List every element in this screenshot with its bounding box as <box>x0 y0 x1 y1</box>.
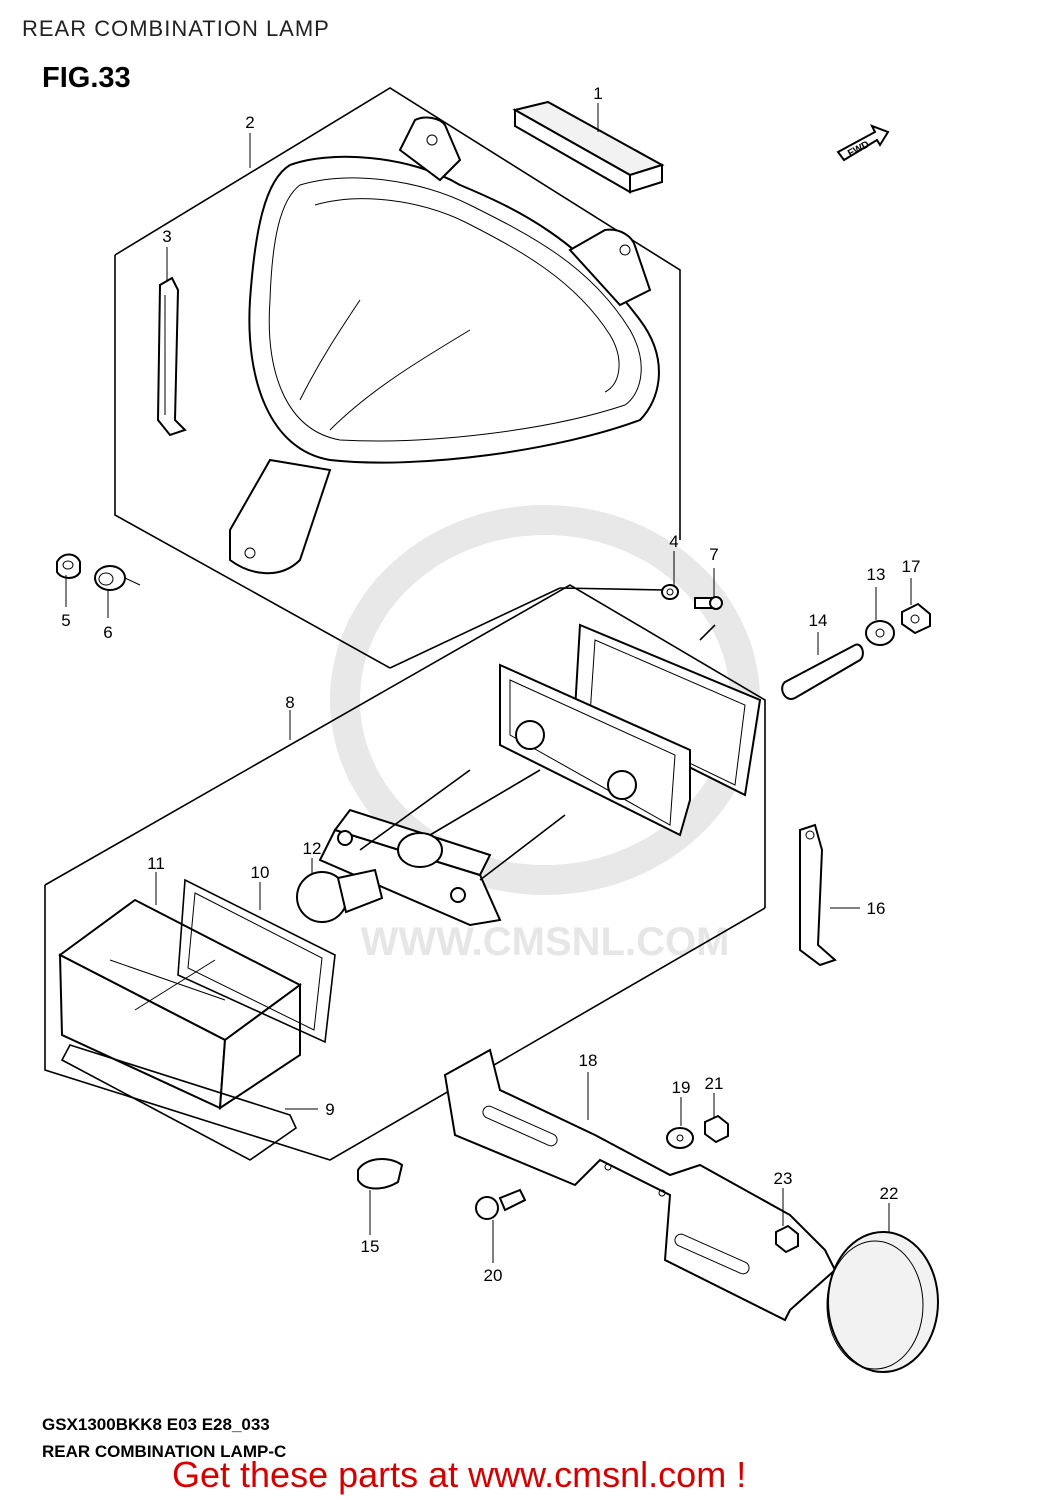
callout-2: 2 <box>245 113 254 132</box>
callout-10: 10 <box>251 863 270 882</box>
part-9-gasket <box>60 1044 298 1161</box>
callout-6: 6 <box>103 623 112 642</box>
figure-label: FIG.33 <box>42 62 131 94</box>
part-5-grommet <box>56 553 81 579</box>
assembly-outline-upper <box>114 87 681 669</box>
page-title: REAR COMBINATION LAMP <box>22 16 330 41</box>
callout-15: 15 <box>361 1237 380 1256</box>
callout-9: 9 <box>325 1100 334 1119</box>
callout-20: 20 <box>484 1266 503 1285</box>
part-17-nut <box>901 602 931 635</box>
watermark-text: WWW.CMSNL.COM <box>361 920 730 964</box>
part-21-nut <box>704 1114 729 1144</box>
callout-3: 3 <box>162 227 171 246</box>
part-20-screw <box>475 1188 527 1220</box>
callout-12: 12 <box>303 839 322 858</box>
part-6-collar <box>94 565 141 591</box>
diagram-name: REAR COMBINATION LAMP-C <box>42 1442 287 1461</box>
assembly-outline-lower <box>44 584 766 1161</box>
promo-link[interactable]: Get these parts at www.cmsnl.com ! <box>172 1454 747 1495</box>
part-1-pad <box>512 100 665 194</box>
callout-14: 14 <box>809 611 828 630</box>
callout-16: 16 <box>867 899 886 918</box>
callout-11: 11 <box>147 854 165 873</box>
fwd-label: FWD <box>846 139 871 159</box>
part-16-bracket <box>799 823 837 967</box>
part-15-cap <box>357 1158 404 1190</box>
callout-13: 13 <box>867 565 886 584</box>
part-23-nut <box>775 1224 799 1254</box>
part-7-screw <box>694 596 723 610</box>
part-12-bulb <box>296 868 384 923</box>
callout-23: 23 <box>774 1169 793 1188</box>
callout-4: 4 <box>669 532 678 551</box>
leader-lines <box>65 103 912 1263</box>
callout-17: 17 <box>902 557 921 576</box>
callout-1: 1 <box>593 84 602 103</box>
diagram-code: GSX1300BKK8 E03 E28_033 <box>42 1415 270 1434</box>
callout-5: 5 <box>61 611 70 630</box>
part-14-spacer <box>781 643 864 700</box>
callout-21: 21 <box>705 1074 724 1093</box>
callout-22: 22 <box>880 1184 899 1203</box>
part-bulb-socket <box>318 769 566 927</box>
part-13-washer <box>865 620 895 646</box>
part-10-gasket <box>177 878 336 1044</box>
forward-arrow-icon: FWD <box>836 124 890 162</box>
part-22-reflector <box>826 1231 939 1373</box>
callout-19: 19 <box>672 1078 691 1097</box>
part-2-lamp-housing <box>229 116 660 575</box>
callout-18: 18 <box>579 1051 598 1070</box>
part-11-lens <box>58 898 302 1110</box>
part-8-lamp-base <box>499 623 762 837</box>
part-4-washer <box>661 584 679 600</box>
part-3-side-strip <box>156 276 187 437</box>
callout-8: 8 <box>285 693 294 712</box>
part-19-washer <box>666 1127 694 1149</box>
callout-numbers: 1 2 3 4 5 6 7 8 9 10 11 12 13 14 15 16 1… <box>61 84 920 1285</box>
callout-7: 7 <box>709 545 718 564</box>
